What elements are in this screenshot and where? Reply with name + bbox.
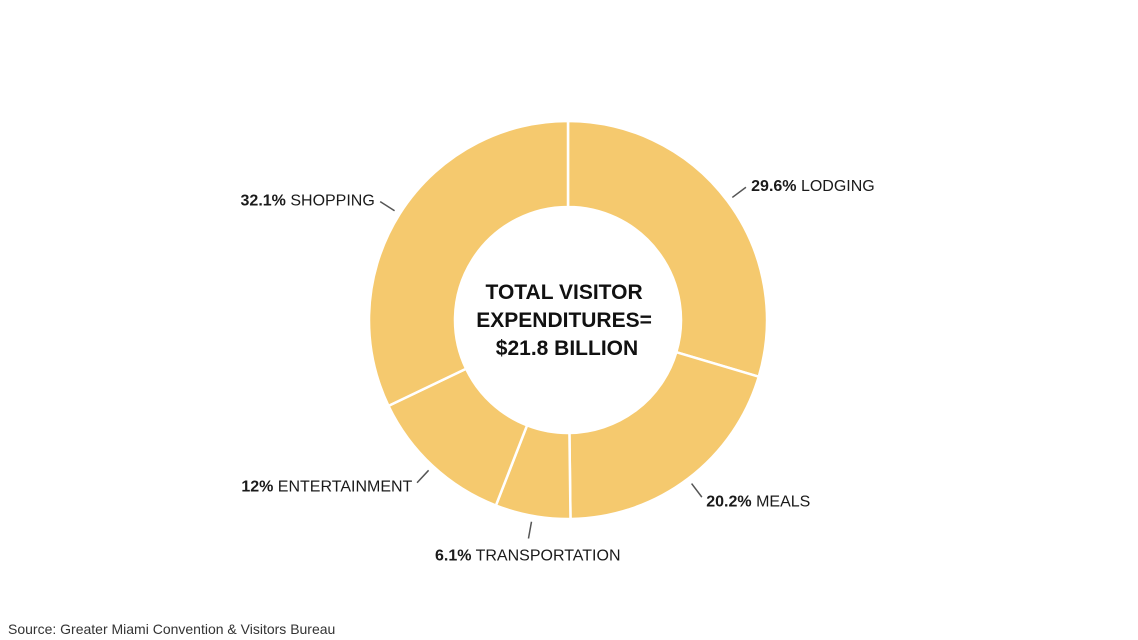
leader-line-transportation [527, 521, 533, 539]
label-pct-entertainment: 12% [241, 479, 273, 496]
label-name-shopping: SHOPPING [286, 193, 375, 210]
label-lodging: 29.6% LODGING [751, 178, 875, 195]
label-pct-meals: 20.2% [706, 493, 751, 510]
label-name-transportation: TRANSPORTATION [471, 547, 620, 564]
source-note: Source: Greater Miami Convention & Visit… [8, 621, 336, 637]
leader-line-lodging [731, 186, 747, 199]
leader-line-shopping [379, 201, 395, 212]
donut-slices [367, 119, 769, 521]
label-pct-shopping: 32.1% [241, 193, 286, 210]
label-name-meals: MEALS [752, 493, 811, 510]
label-shopping: 32.1% SHOPPING [241, 193, 375, 210]
leader-line-entertainment [416, 469, 430, 484]
label-meals: 20.2% MEALS [706, 493, 810, 510]
slice-labels: 29.6% LODGING 20.2% MEALS 6.1% TRANSPORTAT… [241, 178, 875, 565]
label-transportation: 6.1% TRANSPORTATION [435, 547, 621, 564]
label-pct-transportation: 6.1% [435, 547, 471, 564]
center-title: TOTAL VISITOR EXPENDITURES= $21.8 BILLIO… [476, 281, 657, 360]
leader-line-meals [691, 483, 703, 498]
slice-lodging [566, 119, 769, 379]
label-name-entertainment: ENTERTAINMENT [273, 479, 412, 496]
slice-shopping [367, 119, 570, 408]
label-pct-lodging: 29.6% [751, 178, 796, 195]
center-title-line-1: TOTAL VISITOR [486, 281, 643, 304]
slice-meals [568, 350, 761, 521]
leader-lines [379, 186, 747, 539]
center-title-line-3: $21.8 BILLION [496, 337, 638, 360]
center-title-line-2: EXPENDITURES= [476, 309, 652, 332]
label-entertainment: 12% ENTERTAINMENT [241, 479, 412, 496]
label-name-lodging: LODGING [797, 178, 875, 195]
